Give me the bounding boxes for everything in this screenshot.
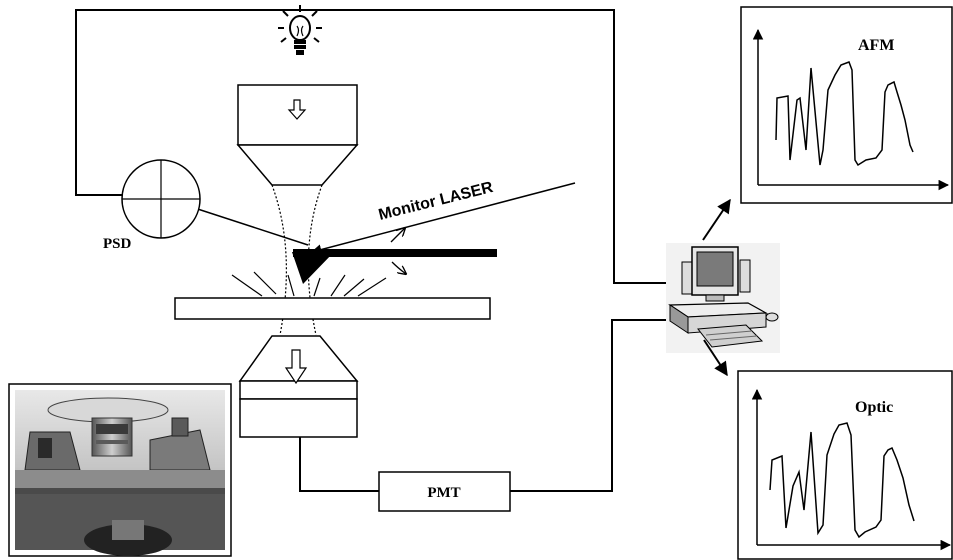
optic-label: Optic	[855, 399, 893, 416]
light-bulb-icon	[278, 5, 322, 55]
feedback-wire	[76, 10, 670, 283]
psd-label: PSD	[103, 236, 132, 252]
afm-cantilever	[292, 249, 497, 284]
computer-to-afm-arrow	[703, 200, 730, 240]
sample-slide	[175, 298, 490, 319]
monitor-laser-label: Monitor LASER	[377, 179, 495, 224]
psd-detector	[122, 160, 200, 238]
pmt-output-wire	[510, 320, 668, 491]
lower-objective	[240, 336, 357, 437]
optic-graph-panel	[738, 371, 952, 559]
microscope-objective-photo	[9, 384, 231, 556]
afm-graph-panel	[741, 7, 952, 203]
upper-objective	[238, 85, 357, 185]
afm-label: AFM	[858, 37, 894, 54]
desktop-computer-icon	[666, 243, 780, 353]
pmt-input-wire	[300, 437, 379, 491]
pmt-label: PMT	[427, 485, 460, 501]
